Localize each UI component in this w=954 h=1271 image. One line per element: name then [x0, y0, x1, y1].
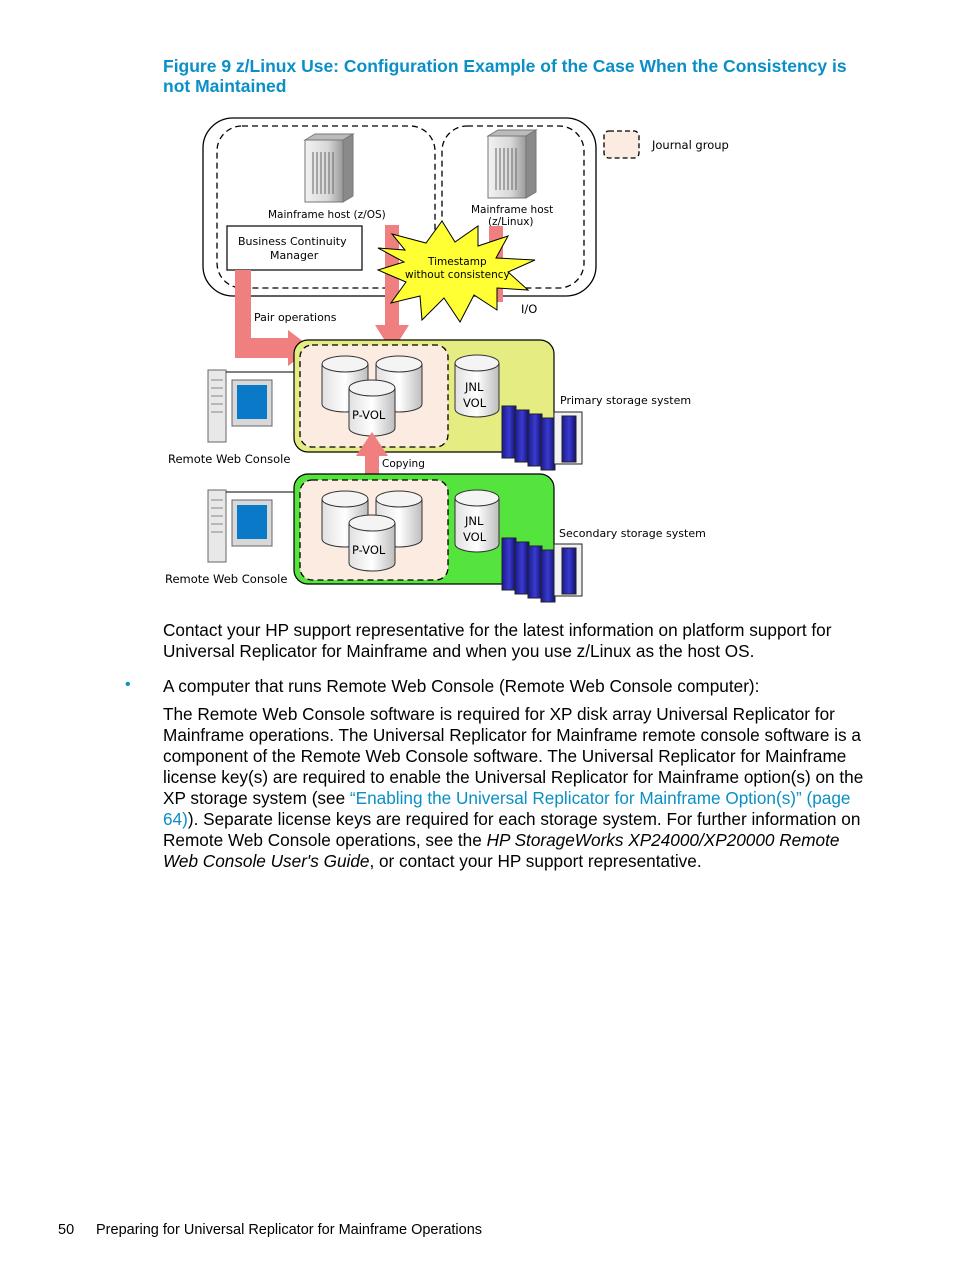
io-arrow-zos: [375, 225, 409, 352]
rwc-paragraph-text-a: The Remote Web Console software is requi…: [163, 704, 864, 808]
bcm-label-2: Manager: [270, 249, 319, 262]
primary-storage-rack-icon: [501, 405, 583, 471]
platform-support-paragraph: Contact your HP support representative f…: [163, 620, 832, 661]
rwc-secondary-label: Remote Web Console: [165, 572, 287, 586]
io-label: I/O: [521, 302, 537, 316]
secondary-jnl-label-2: VOL: [463, 530, 487, 544]
mainframe-zlinux-label-1: Mainframe host: [471, 204, 553, 216]
legend-journal-group-label: Journal group: [651, 138, 729, 152]
rwc-software-paragraph: The Remote Web Console software is requi…: [163, 704, 873, 872]
timestamp-burst: Timestamp without consistency: [376, 220, 536, 323]
primary-storage-system: P-VOL JNL VOL: [293, 339, 583, 471]
secondary-pvol-disks: [321, 490, 423, 572]
mainframe-zlinux-label-2: (z/Linux): [488, 216, 534, 228]
pair-operations-arrow: [235, 270, 312, 366]
enabling-option-link[interactable]: “Enabling the Universal Replicator for M…: [163, 788, 851, 829]
secondary-jnl-disk: [454, 489, 500, 553]
copying-label: Copying: [382, 458, 425, 470]
pair-operations-label: Pair operations: [254, 311, 337, 324]
mainframe-zlinux-server-icon: [486, 129, 538, 199]
secondary-storage-rack-icon: [501, 537, 583, 603]
configuration-diagram: Journal group Mainframe host (z/OS) Main…: [56, 110, 740, 610]
primary-pvol-label: P-VOL: [352, 408, 386, 422]
bcm-label-1: Business Continuity: [238, 235, 347, 248]
bullet-marker: •: [125, 676, 131, 693]
rwc-users-guide-title: HP StorageWorks XP24000/XP20000 Remote W…: [163, 830, 840, 871]
primary-jnl-label-1: JNL: [464, 380, 484, 394]
primary-storage-label: Primary storage system: [560, 394, 691, 407]
rwc-primary-label: Remote Web Console: [168, 452, 290, 466]
primary-jnl-disk: [454, 354, 500, 418]
mainframe-zos-label: Mainframe host (z/OS): [268, 209, 386, 221]
remote-web-console-primary-icon: [99, 369, 273, 445]
timestamp-label-2: without consistency: [405, 269, 510, 281]
legend-journal-group: Journal group: [603, 130, 729, 159]
rwc-paragraph-text-c: , or contact your HP support representat…: [369, 851, 702, 871]
secondary-pvol-label: P-VOL: [352, 543, 386, 557]
remote-web-console-secondary-icon: [56, 489, 273, 565]
page-number: 50: [58, 1222, 75, 1238]
figure-caption: Figure 9 z/Linux Use: Configuration Exam…: [163, 56, 847, 96]
bcm-box: [226, 225, 363, 271]
timestamp-label-1: Timestamp: [427, 256, 487, 268]
secondary-jnl-label-1: JNL: [464, 514, 484, 528]
secondary-storage-label: Secondary storage system: [559, 527, 706, 540]
primary-jnl-label-2: VOL: [463, 396, 487, 410]
secondary-storage-system: P-VOL JNL VOL: [293, 473, 583, 603]
footer-section-title: Preparing for Universal Replicator for M…: [96, 1222, 483, 1238]
mainframe-zos-server-icon: [303, 133, 355, 203]
rwc-paragraph-text-b: ). Separate license keys are required fo…: [163, 809, 861, 850]
primary-pvol-disks: [321, 355, 423, 437]
bullet-item-rwc-computer: A computer that runs Remote Web Console …: [163, 676, 760, 696]
